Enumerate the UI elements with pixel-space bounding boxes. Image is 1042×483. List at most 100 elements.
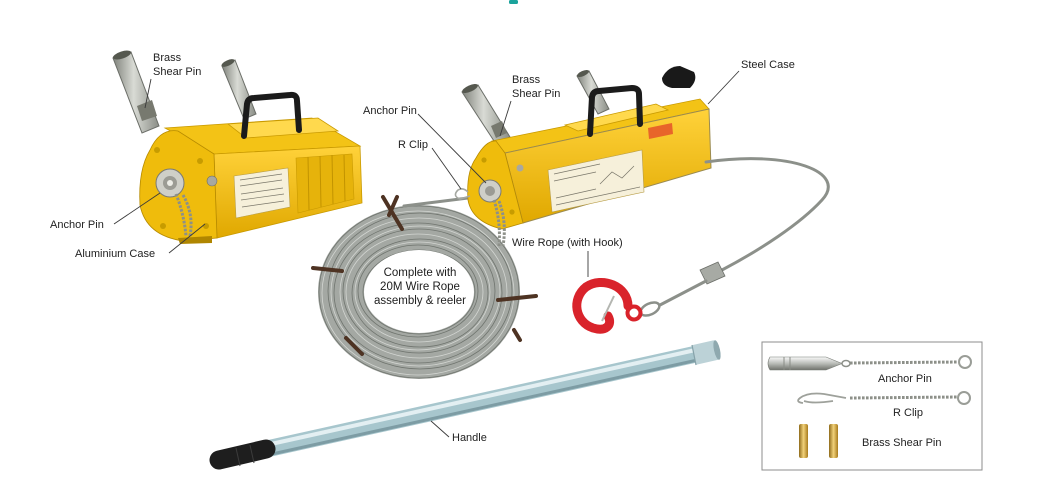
- left-hoist-anchor-chain: [174, 193, 188, 237]
- wire-rope-cable: [704, 157, 830, 272]
- left-hoist-foot: [178, 236, 212, 244]
- reeler-bar: [512, 328, 522, 342]
- coil-wire-strand: [333, 222, 503, 364]
- wire-rope-ferrule: [699, 261, 726, 285]
- handle-grip-groove: [235, 447, 241, 467]
- inset-brass-shear-pin: [799, 424, 808, 458]
- sticker-print-line: [239, 179, 283, 187]
- coil-note-line-2: 20M Wire Rope: [380, 281, 460, 293]
- left-hoist-sticker-print: [239, 173, 285, 208]
- inset-anchor-pin-ring: [958, 355, 972, 369]
- reeler-bar: [387, 195, 399, 217]
- right-brass-shear-pin-label-line-1: Brass: [512, 74, 541, 86]
- hook-body: [572, 278, 633, 334]
- accessories-inset: Anchor Pin R Clip Brass Shear Pin: [761, 341, 983, 471]
- operating-handle: [209, 340, 721, 470]
- handle-pipe-shadow: [262, 355, 712, 458]
- inset-anchor-pin-link: [841, 359, 851, 368]
- handle-pipe-highlight: [261, 345, 710, 448]
- rib-line: [307, 156, 310, 211]
- right-brass-shear-pin-leader: [499, 100, 512, 137]
- coil-wire-strand: [321, 210, 515, 376]
- wire-rope-label: Wire Rope (with Hook): [512, 237, 623, 249]
- reeler-frame: [311, 195, 538, 356]
- inset-anchor-pin: [767, 356, 843, 371]
- steel-hoist: [454, 66, 712, 247]
- reeler-bar: [311, 266, 344, 273]
- left-anchor-pin-leader: [113, 192, 161, 225]
- inset-r-clip: [797, 392, 847, 404]
- inset-brass-shear-pin: [829, 424, 838, 458]
- sticker-print-line: [553, 171, 597, 182]
- sticker-print-line: [240, 187, 284, 195]
- left-hoist-anchor-pin-center: [167, 180, 173, 186]
- steel-hoist-forward-lever-opening: [576, 69, 590, 78]
- steel-hoist-sticker-print: [553, 163, 641, 206]
- steel-hoist-r-clip: [454, 188, 471, 200]
- coil-wire-strand: [357, 244, 479, 338]
- inset-brass-shear-pin-label: Brass Shear Pin: [862, 437, 941, 449]
- r-clip-leader: [431, 147, 462, 190]
- steel-hoist-anchor-chain: [492, 199, 501, 247]
- left-hoist-rating-sticker: [233, 167, 291, 219]
- reeler-bar: [381, 195, 404, 231]
- sticker-print-line: [240, 193, 285, 201]
- aluminium-case-label: Aluminium Case: [75, 248, 155, 260]
- left-brass-shear-pin-label-line-1: Brass: [153, 52, 182, 64]
- left-hoist-bolt: [154, 147, 160, 153]
- left-hoist-rib-panel: [295, 153, 355, 214]
- left-brass-shear-pin-leader: [144, 78, 152, 109]
- sticker-print-line: [555, 186, 641, 206]
- steel-case-leader: [707, 70, 740, 105]
- coil-band: [318, 205, 520, 379]
- left-hoist-bolt: [203, 223, 209, 229]
- rib-line: [319, 155, 322, 208]
- coil-wire-strand: [339, 225, 501, 359]
- sticker-print-line: [555, 188, 597, 199]
- left-hoist-brass-shear-pin: [137, 100, 157, 121]
- left-hoist-bolt: [197, 158, 203, 164]
- left-anchor-pin-label: Anchor Pin: [50, 219, 104, 231]
- right-brass-shear-pin-label-line-2: Shear Pin: [512, 88, 560, 100]
- callouts: Brass Shear Pin Anchor Pin Aluminium Cas…: [50, 52, 795, 444]
- right-anchor-pin-leader: [417, 113, 487, 184]
- hook-safety-latch: [601, 295, 615, 322]
- left-hoist-carry-handle: [241, 91, 302, 139]
- left-hoist-anchor-chain: [181, 194, 193, 237]
- inset-r-clip-chain: [849, 395, 958, 400]
- wire-rope-feed: [402, 196, 470, 208]
- handle-leader: [430, 420, 450, 438]
- handle-sleeve-edge: [691, 344, 697, 366]
- coil-wire-strand: [342, 228, 496, 354]
- reeler-bar: [344, 336, 364, 356]
- steel-hoist-lever-tube-opening: [462, 83, 478, 94]
- handle-pipe: [260, 342, 712, 459]
- reeler-bar: [496, 294, 538, 302]
- sticker-print-line: [553, 163, 601, 175]
- aluminium-case-leader: [168, 223, 206, 254]
- left-hoist-bolt: [160, 223, 166, 229]
- left-hoist-forward-lever-opening: [221, 59, 235, 67]
- wire-rope-with-hook: [572, 157, 830, 334]
- hook-eye: [625, 304, 643, 322]
- left-hoist: [112, 50, 363, 244]
- inset-anchor-pin-chain: [849, 360, 959, 365]
- left-hoist-lever-tube: [112, 51, 160, 134]
- wire-rope-coil: Complete with 20M Wire Rope assembly & r…: [311, 195, 538, 379]
- left-brass-shear-pin-label-line-2: Shear Pin: [153, 66, 201, 78]
- left-hoist-ribs: [307, 154, 346, 211]
- rib-line: [331, 154, 334, 205]
- left-hoist-forward-lever: [221, 59, 257, 120]
- inset-r-clip-ring: [957, 391, 971, 405]
- coil-wire-strand: [327, 212, 513, 370]
- coil-note-line-1: Complete with: [384, 267, 457, 279]
- sticker-diagram-line: [599, 165, 635, 185]
- handle-pipe-end: [713, 340, 721, 360]
- coil-wire-strand: [354, 241, 484, 343]
- sticker-print-line: [239, 173, 283, 181]
- r-clip-label: R Clip: [398, 139, 428, 151]
- handle-label: Handle: [452, 432, 487, 444]
- coil-note-line-3: assembly & reeler: [374, 295, 466, 307]
- right-anchor-pin-label: Anchor Pin: [363, 105, 417, 117]
